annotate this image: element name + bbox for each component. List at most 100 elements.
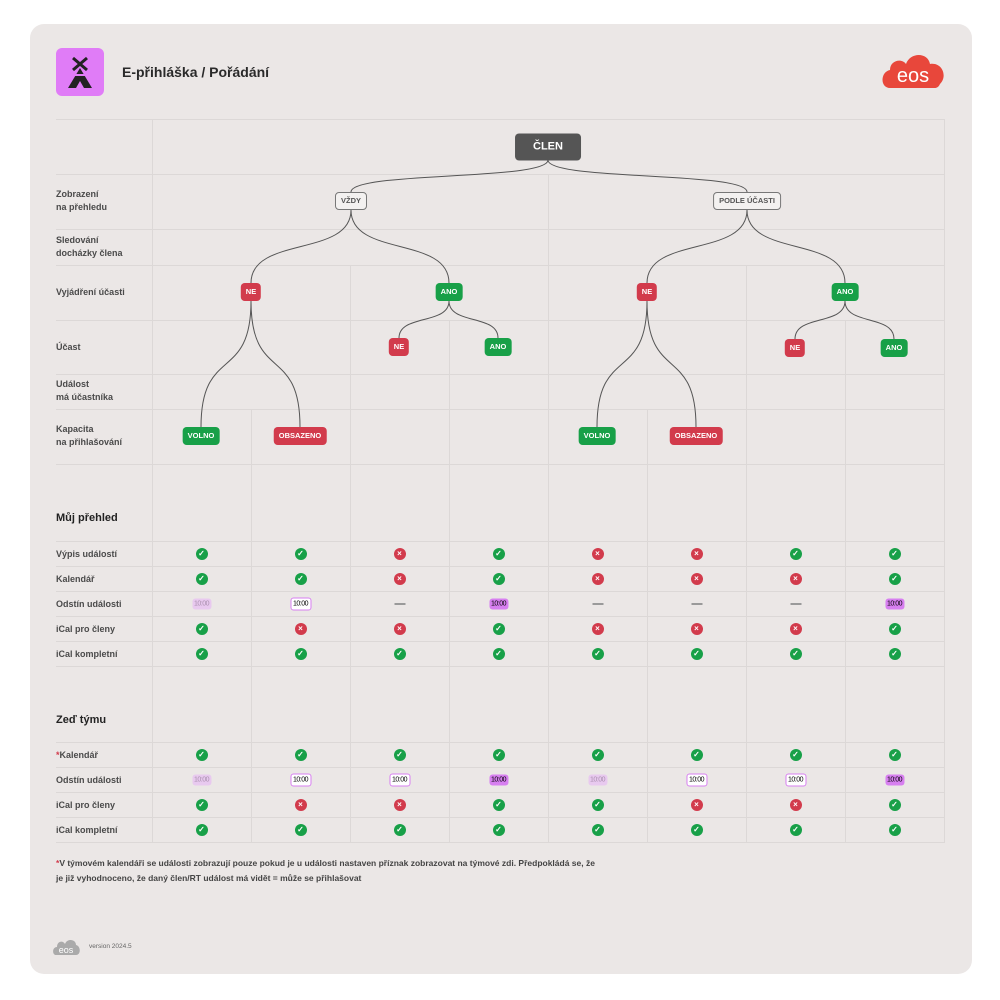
check-icon: ✓ — [888, 748, 901, 761]
time-swatch-filled: 10:00 — [488, 774, 509, 785]
tree-edge — [250, 209, 352, 284]
row-label-text: Kalendář — [59, 749, 99, 760]
table-cell: × — [690, 572, 703, 585]
table-cell: × — [591, 547, 604, 560]
tree-edge — [794, 300, 846, 340]
table-cell: ✓ — [789, 823, 802, 836]
check-icon: ✓ — [690, 748, 703, 761]
tree-node-ano2a: ANO — [880, 339, 908, 357]
table-cell: × — [690, 547, 703, 560]
grid-line — [56, 229, 944, 230]
table-row-label: Odstín události — [56, 774, 122, 787]
row-label-text: iCal pro členy — [56, 799, 116, 810]
cross-icon: × — [294, 798, 307, 811]
check-icon: ✓ — [492, 547, 505, 560]
time-swatch-light: 10:00 — [191, 774, 212, 785]
cross-icon: × — [591, 622, 604, 635]
table-row-label: iCal kompletní — [56, 648, 118, 661]
check-icon: ✓ — [195, 622, 208, 635]
tree-row-label: Zobrazení na přehledu — [56, 189, 108, 212]
check-icon: ✓ — [294, 572, 307, 585]
table-cell: ✓ — [789, 547, 802, 560]
check-icon: ✓ — [888, 622, 901, 635]
table-cell: ✓ — [294, 647, 307, 660]
check-icon: ✓ — [294, 823, 307, 836]
table-cell: × — [294, 798, 307, 811]
table-cell: × — [591, 622, 604, 635]
table-cell: 10:00 — [488, 598, 509, 609]
table-cell: ✓ — [492, 823, 505, 836]
grid-line — [56, 174, 944, 175]
check-icon: ✓ — [492, 748, 505, 761]
check-icon: ✓ — [789, 547, 802, 560]
grid-line — [56, 842, 944, 843]
tree-node-root: ČLEN — [515, 133, 581, 161]
time-swatch-light: 10:00 — [587, 774, 608, 785]
check-icon: ✓ — [492, 622, 505, 635]
table-cell: ✓ — [195, 823, 208, 836]
table-cell: ✓ — [888, 748, 901, 761]
svg-text:eos: eos — [897, 65, 929, 87]
footnote: *V týmovém kalendáři se události zobrazu… — [56, 858, 595, 883]
grid-line — [56, 374, 944, 375]
cross-icon: × — [393, 572, 406, 585]
table-cell: × — [393, 547, 406, 560]
check-icon: ✓ — [294, 647, 307, 660]
tree-row-label: Sledování docházky člena — [56, 235, 123, 258]
grid-line — [647, 409, 648, 843]
check-icon: ✓ — [591, 823, 604, 836]
table-cell: ✓ — [888, 798, 901, 811]
check-icon: ✓ — [294, 748, 307, 761]
table-cell: 10:00 — [784, 773, 807, 786]
table-cell: ✓ — [888, 622, 901, 635]
check-icon: ✓ — [195, 572, 208, 585]
section-title: Můj přehled — [56, 512, 118, 524]
table-row-label: iCal pro členy — [56, 623, 115, 636]
table-row-label: *Kalendář — [56, 749, 98, 762]
check-icon: ✓ — [690, 647, 703, 660]
check-icon: ✓ — [492, 572, 505, 585]
page-title: E-přihláška / Pořádání — [122, 64, 270, 80]
check-icon: ✓ — [195, 547, 208, 560]
cross-icon: × — [294, 622, 307, 635]
grid-line — [56, 817, 944, 818]
tree-row-label: Vyjádření účasti — [56, 287, 125, 297]
check-icon: ✓ — [888, 647, 901, 660]
table-cell: 10:00 — [191, 774, 212, 785]
grid-line — [449, 320, 450, 843]
check-icon: ✓ — [195, 647, 208, 660]
grid-line — [56, 742, 944, 743]
tent-icon — [56, 48, 104, 96]
table-cell: ✓ — [294, 823, 307, 836]
table-cell: ✓ — [393, 823, 406, 836]
cross-icon: × — [393, 622, 406, 635]
table-cell: ✓ — [492, 647, 505, 660]
cross-icon: × — [789, 622, 802, 635]
grid-line — [845, 320, 846, 843]
table-cell: 10:00 — [289, 597, 312, 610]
tree-node-volno1: VOLNO — [182, 427, 220, 445]
table-cell: ✓ — [492, 547, 505, 560]
grid-line — [152, 119, 153, 843]
grid-line — [56, 616, 944, 617]
card — [30, 24, 972, 974]
tree-row-label: Účast — [56, 342, 81, 352]
grid-line — [56, 320, 944, 321]
row-label-text: Odstín události — [56, 598, 122, 609]
check-icon: ✓ — [888, 547, 901, 560]
table-row-label: iCal pro členy — [56, 799, 115, 812]
table-cell: ✓ — [195, 748, 208, 761]
time-swatch-filled: 10:00 — [884, 774, 905, 785]
check-icon: ✓ — [294, 547, 307, 560]
tree-node-ne1a: NE — [388, 338, 410, 356]
time-swatch-light: 10:00 — [191, 598, 212, 609]
eos-footer-logo: eos — [52, 938, 80, 956]
row-label-text: Výpis událostí — [56, 548, 118, 559]
cross-icon: × — [393, 547, 406, 560]
table-cell: ✓ — [690, 647, 703, 660]
check-icon: ✓ — [393, 647, 406, 660]
table-cell: ✓ — [591, 823, 604, 836]
table-cell — [691, 602, 702, 605]
check-icon: ✓ — [195, 798, 208, 811]
check-icon: ✓ — [492, 798, 505, 811]
